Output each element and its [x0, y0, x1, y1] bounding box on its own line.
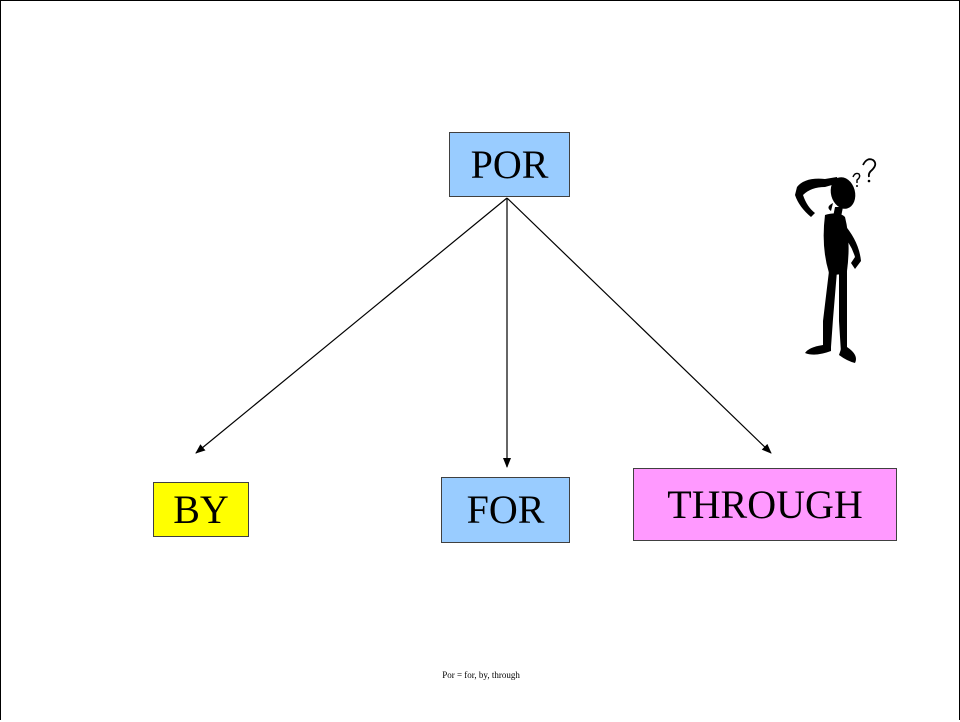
- node-por-label: POR: [470, 141, 549, 187]
- node-por: POR: [449, 132, 570, 197]
- node-through-label: THROUGH: [667, 481, 863, 527]
- node-for-label: FOR: [466, 487, 545, 532]
- node-through: THROUGH: [633, 468, 897, 541]
- node-by-label: BY: [173, 486, 229, 532]
- caption: Por = for, by, through: [442, 670, 520, 680]
- node-for: FOR: [441, 477, 570, 543]
- arrow-por-to-through: [506, 197, 772, 454]
- arrow-por-to-by: [195, 197, 508, 454]
- node-by: BY: [153, 482, 249, 537]
- thinking-person-icon: [795, 158, 877, 363]
